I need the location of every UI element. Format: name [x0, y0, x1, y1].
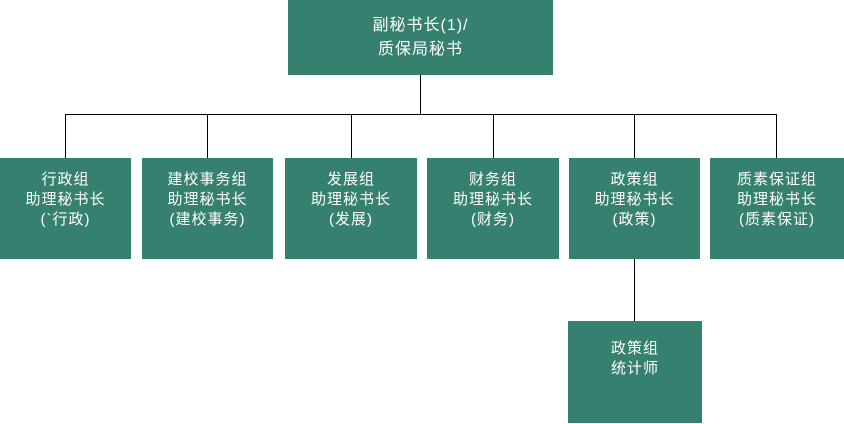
org-node-label: 助理秘书长	[25, 191, 106, 208]
connector-drop-finance	[493, 114, 494, 158]
org-node-label: 质素保证组	[736, 171, 817, 188]
connector-horizontal-bus	[65, 114, 777, 115]
org-node-label: 助理秘书长	[736, 191, 817, 208]
connector-drop-development	[351, 114, 352, 158]
org-node-label: 助理秘书长	[452, 191, 533, 208]
connector-drop-quality-assurance	[776, 114, 777, 158]
org-node-label: (政策)	[612, 211, 657, 228]
org-node-label: (质素保证)	[739, 211, 815, 228]
org-node-label: 副秘书长(1)/	[372, 16, 469, 34]
org-node-deputy-secretary: 副秘书长(1)/ 质保局秘书	[288, 0, 553, 75]
org-node-campus-affairs: 建校事务组 助理秘书长 (建校事务)	[142, 158, 273, 259]
org-node-finance: 财务组 助理秘书长 (财务)	[427, 158, 559, 259]
connector-drop-campus-affairs	[207, 114, 208, 158]
connector-root-stem	[420, 75, 421, 114]
connector-drop-policy	[634, 114, 635, 158]
org-node-label: 统计师	[610, 360, 659, 377]
org-node-label: 财务组	[468, 171, 517, 188]
org-node-label: 质保局秘书	[377, 40, 463, 58]
org-node-quality-assurance: 质素保证组 助理秘书长 (质素保证)	[710, 158, 844, 259]
org-node-label: (财务)	[471, 211, 515, 228]
org-node-label: 建校事务组	[167, 171, 248, 188]
org-node-label: (建校事务)	[169, 211, 246, 228]
connector-policy-statistician	[634, 259, 635, 321]
org-node-development: 发展组 助理秘书长 (发展)	[285, 158, 417, 259]
connector-drop-administration	[65, 114, 66, 158]
org-node-label: 助理秘书长	[594, 191, 675, 208]
org-node-label: 政策组	[610, 340, 659, 357]
org-node-label: 发展组	[326, 171, 375, 188]
org-node-label: (`行政)	[40, 211, 91, 228]
org-node-label: (发展)	[329, 211, 373, 228]
org-node-policy-statistician: 政策组 统计师	[568, 321, 702, 423]
org-node-policy: 政策组 助理秘书长 (政策)	[569, 158, 700, 259]
org-node-label: 行政组	[41, 171, 90, 188]
org-node-administration: 行政组 助理秘书长 (`行政)	[0, 158, 131, 259]
org-node-label: 助理秘书长	[310, 191, 391, 208]
org-node-label: 政策组	[610, 171, 659, 188]
org-node-label: 助理秘书长	[167, 191, 248, 208]
